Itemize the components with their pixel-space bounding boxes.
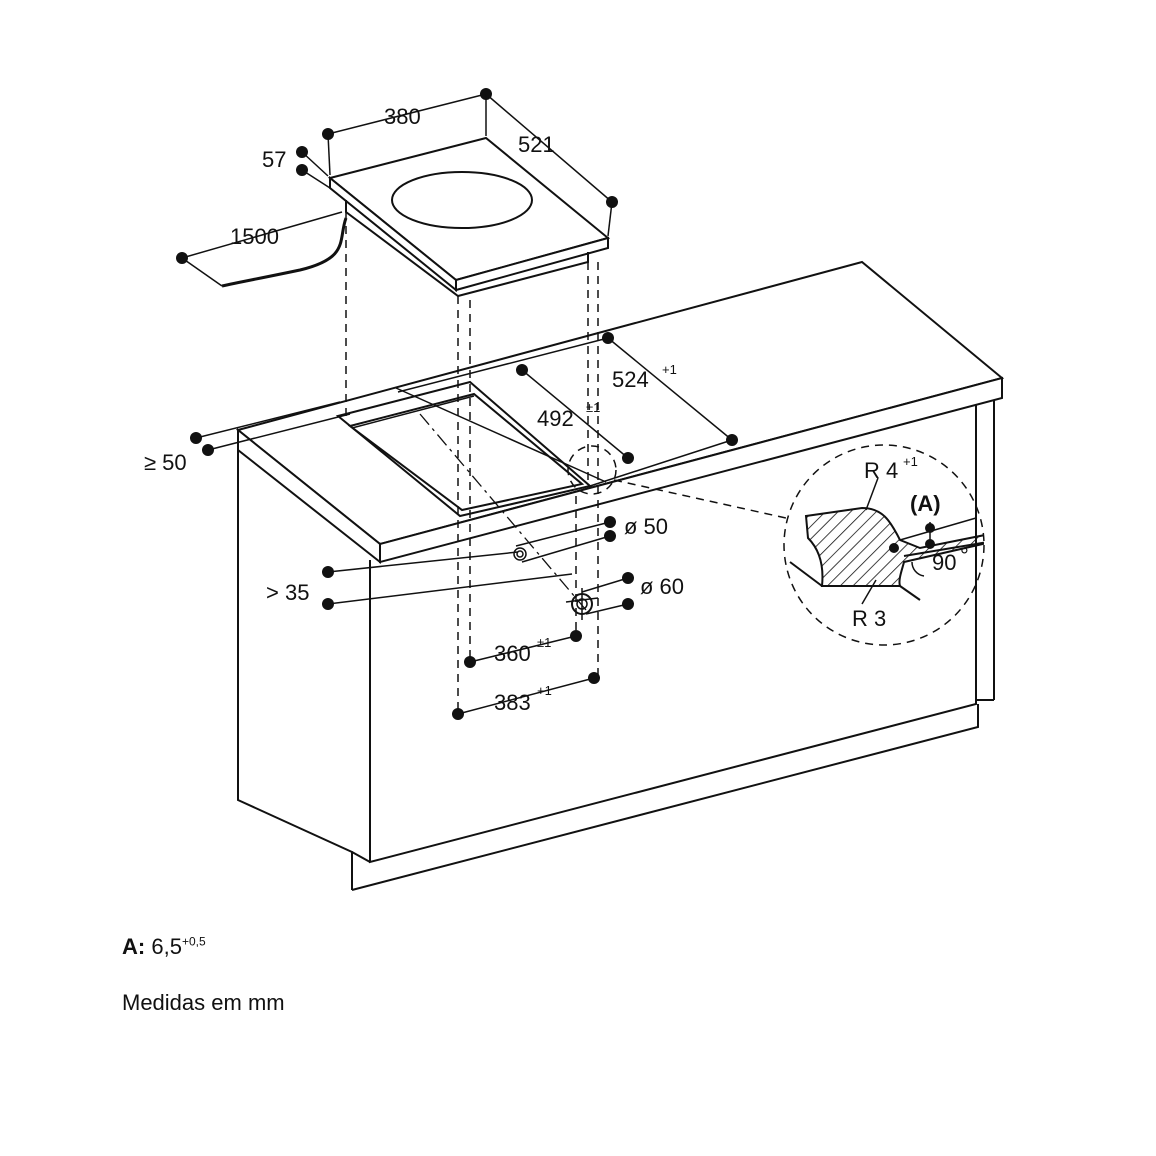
detail-radius-top: R 4 [864,458,898,483]
cutout-centerline [419,413,587,611]
detail-circle [783,444,985,646]
detail-angle-unit: ° [960,543,969,568]
dim-outer-width-tol: +1 [537,683,552,698]
detail-radius-top-tol: +1 [903,454,918,469]
detail-view [567,444,985,646]
note-dimension-a: A: 6,5+0,5 [122,934,206,960]
dim-hob-height: 57 [262,147,286,172]
cabinet [237,394,995,891]
worktop-top [235,260,1005,546]
dim-cutout-depth-tol: +1 [662,362,677,377]
note-a-tolerance: +0,5 [181,934,206,949]
hole-50-marker [513,547,527,561]
dim-outer-width: 383 [494,690,531,715]
dim-hole-small: ø 50 [624,514,668,539]
cooking-zone [391,171,533,229]
dimension-lines [176,88,738,720]
power-cable [221,217,348,288]
detail-marker-circle [567,445,617,495]
projection-lines [345,212,599,716]
cabinet-plinth [351,704,979,891]
cable-holes [513,547,599,620]
dim-cutout-width: 492 [537,406,574,431]
cabinet-front [369,402,977,864]
note-units: Medidas em mm [122,990,285,1015]
dim-cable-length: 1500 [230,224,279,249]
dim-hob-depth: 521 [518,132,555,157]
dimension-labels: 380 521 57 1500 524 +1 492 ±1 ≥ 50 ø 50 … [144,104,969,715]
worktop-section [804,506,984,587]
dim-hob-width: 380 [384,104,421,129]
dim-cutout-width-tol: ±1 [586,400,600,415]
hob [221,136,611,298]
cabinet-left-side [237,450,353,890]
dim-inner-width-tol: ±1 [537,635,551,650]
detail-radius-bottom: R 3 [852,606,886,631]
detail-angle: 90 [932,550,956,575]
dim-cutout-depth: 524 [612,367,649,392]
note-a-value: 6,5 [151,934,182,959]
dim-hole-large: ø 60 [640,574,684,599]
note-a-label: A: [122,934,146,959]
worktop-front-edge [379,376,1003,564]
dim-min-distance: > 35 [266,580,309,605]
dim-inner-width: 360 [494,641,531,666]
detail-label-a: (A) [910,491,941,516]
dim-edge-distance: ≥ 50 [144,450,187,475]
